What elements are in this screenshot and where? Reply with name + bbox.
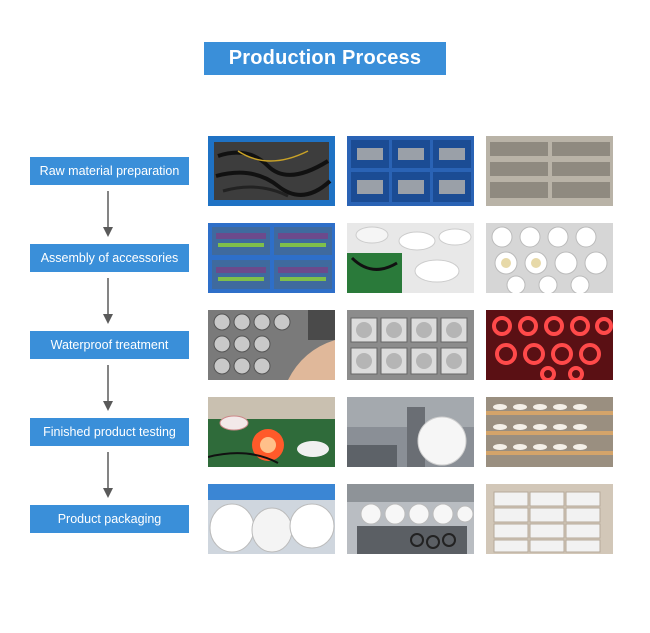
step-finished-product-testing: Finished product testing — [30, 418, 189, 446]
photo-stacked-lamps — [208, 484, 335, 554]
photo-red-led-rings — [486, 310, 613, 380]
photo-burn-in-racks — [486, 397, 613, 467]
photo-round-lamps — [486, 223, 613, 293]
step-raw-material-preparation: Raw material preparation — [30, 157, 189, 185]
photo-component-trays — [347, 136, 474, 206]
photo-wire-harnesses — [208, 136, 335, 206]
photo-packing-table — [347, 484, 474, 554]
photo-lamp-testing — [208, 397, 335, 467]
down-arrow-icon — [103, 191, 113, 237]
photo-product-boxes — [486, 484, 613, 554]
photo-light-bodies-cables — [347, 223, 474, 293]
down-arrow-icon — [103, 452, 113, 498]
page-title: Production Process — [204, 42, 446, 75]
step-waterproof-treatment: Waterproof treatment — [30, 331, 189, 359]
down-arrow-icon — [103, 365, 113, 411]
photo-testing-rig — [347, 397, 474, 467]
photo-wired-boards — [208, 223, 335, 293]
photo-drying-racks — [347, 310, 474, 380]
down-arrow-icon — [103, 278, 113, 324]
step-product-packaging: Product packaging — [30, 505, 189, 533]
step-assembly-of-accessories: Assembly of accessories — [30, 244, 189, 272]
photo-metal-sheets — [486, 136, 613, 206]
photo-sealing-lamps — [208, 310, 335, 380]
